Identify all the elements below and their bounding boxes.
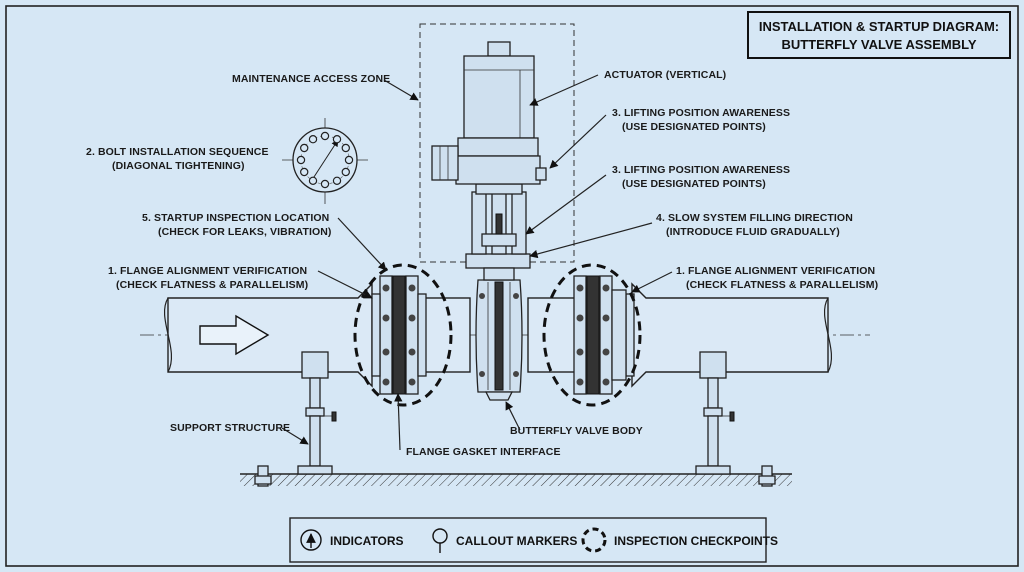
label-filling-line1: 4. SLOW SYSTEM FILLING DIRECTION [656,212,853,224]
label-flange-right-line1: 1. FLANGE ALIGNMENT VERIFICATION [676,265,875,277]
label-valve-body: BUTTERFLY VALVE BODY [510,425,643,437]
label-maintenance-zone: MAINTENANCE ACCESS ZONE [232,73,390,85]
bolt-hole [332,176,342,185]
label-support: SUPPORT STRUCTURE [170,422,290,434]
title-line2: BUTTERFLY VALVE ASSEMBLY [781,37,976,52]
label-flange-left-line1: 1. FLANGE ALIGNMENT VERIFICATION [108,265,307,277]
right-support [695,351,776,487]
title-block: INSTALLATION & STARTUP DIAGRAM: BUTTERFL… [747,11,1011,59]
bolt-hole [341,167,350,177]
label-bolt-line1: 2. BOLT INSTALLATION SEQUENCE [86,146,269,158]
bolt-hole [300,143,309,153]
bolt-hole [344,155,354,165]
title-line1: INSTALLATION & STARTUP DIAGRAM: [759,19,999,34]
indicator-icon [300,529,322,551]
bolt-hole [341,143,350,153]
bolt-hole [296,155,306,165]
inspection-checkpoint-icon [581,527,607,553]
label-lifting-1-line1: 3. LIFTING POSITION AWARENESS [612,107,790,119]
bolt-hole [308,135,318,144]
label-lifting-2-line1: 3. LIFTING POSITION AWARENESS [612,164,790,176]
label-startup-line2: (CHECK FOR LEAKS, VIBRATION) [158,226,332,238]
bolt-hole [300,167,309,177]
label-flange-right-line2: (CHECK FLATNESS & PARALLELISM) [686,279,878,291]
label-actuator: ACTUATOR (VERTICAL) [604,69,726,81]
legend-indicators: INDICATORS [330,534,404,548]
bolt-hole [320,179,330,189]
label-bolt-line2: (DIAGONAL TIGHTENING) [112,160,245,172]
legend-callout: CALLOUT MARKERS [456,534,577,548]
flow-direction-arrow [199,314,270,356]
bolt-pattern-diagram [282,118,368,204]
leader-lines [281,74,673,451]
callout-marker-icon [432,528,448,553]
label-lifting-2-line2: (USE DESIGNATED POINTS) [622,178,766,190]
page-border [5,5,1019,567]
maintenance-access-zone [419,23,575,263]
legend: INDICATORS CALLOUT MARKERS INSPECTION CH… [289,517,778,563]
bolt-holes [296,131,354,189]
bolt-hole [320,131,330,141]
butterfly-valve-body [475,279,523,401]
left-support [254,351,337,487]
valve-stem-bracket [465,183,531,281]
label-filling-line2: (INTRODUCE FLUID GRADUALLY) [666,226,840,238]
bolt-hole [308,176,318,185]
label-startup-line1: 5. STARTUP INSPECTION LOCATION [142,212,329,224]
label-gasket: FLANGE GASKET INTERFACE [406,446,561,458]
inspection-checkpoint-right [542,263,642,407]
bolt-hole [332,135,342,144]
ground [240,473,792,486]
actuator [431,41,547,185]
label-flange-left-line2: (CHECK FLATNESS & PARALLELISM) [116,279,308,291]
inspection-checkpoint-left [353,263,453,407]
label-lifting-1-line2: (USE DESIGNATED POINTS) [622,121,766,133]
left-flange-pair [371,275,427,395]
legend-inspection: INSPECTION CHECKPOINTS [614,534,778,548]
right-flange-pair [573,275,635,395]
